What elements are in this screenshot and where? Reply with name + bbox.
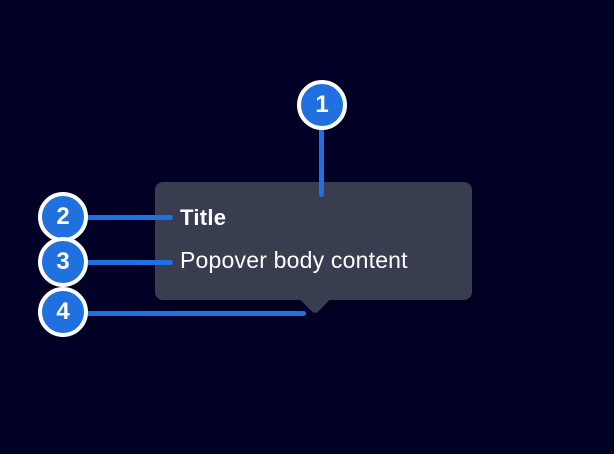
callout-badge-1: 1: [297, 80, 347, 130]
callout-line-1: [319, 127, 324, 197]
callout-line-2: [85, 215, 173, 220]
callout-badge-2-number: 2: [56, 203, 70, 230]
callout-badge-4-number: 4: [56, 298, 70, 325]
callout-badge-2: 2: [38, 192, 88, 242]
callout-badge-3-number: 3: [56, 248, 70, 275]
popover: Title Popover body content: [155, 182, 472, 315]
callout-badge-1-number: 1: [315, 91, 329, 118]
popover-caret: [299, 283, 331, 315]
popover-body-content: Popover body content: [180, 247, 408, 273]
callout-line-4: [85, 311, 306, 316]
callout-badge-3: 3: [38, 237, 88, 287]
callout-badge-4: 4: [38, 287, 88, 337]
popover-title: Title: [180, 205, 227, 230]
callout-line-3: [85, 260, 173, 265]
